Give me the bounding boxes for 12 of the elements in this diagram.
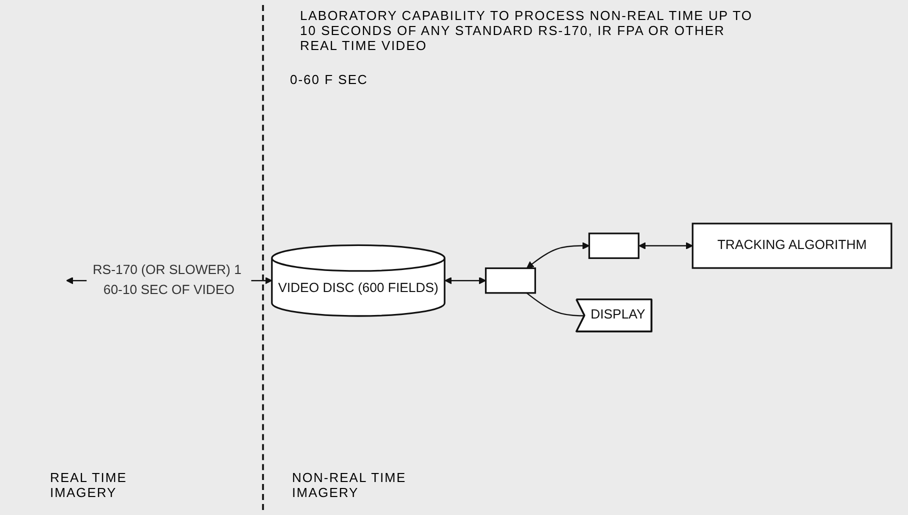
region-label: REAL TIME IMAGERY bbox=[50, 470, 128, 500]
edge-label: RS-170 (OR SLOWER) 1 60-10 SEC OF VIDEO bbox=[92, 263, 242, 298]
node-box: TRACKING ALGORITHM bbox=[692, 222, 892, 269]
note-text: LABORATORY CAPABILITY TO PROCESS NON-REAL TIME UP TO 10 SECONDS OF ANY STANDARD RS-170, IR FPA OR OTHER REAL TIME VIDEO bbox=[300, 8, 754, 53]
connector bbox=[526, 292, 585, 316]
arrow bbox=[444, 276, 486, 284]
region-label: NON-REAL TIME IMAGERY bbox=[292, 470, 408, 500]
arrow bbox=[638, 242, 693, 250]
node-box bbox=[588, 232, 640, 259]
rate-label: 0-60 F SEC bbox=[290, 72, 368, 87]
node-box bbox=[484, 267, 536, 294]
arrow bbox=[526, 242, 590, 268]
